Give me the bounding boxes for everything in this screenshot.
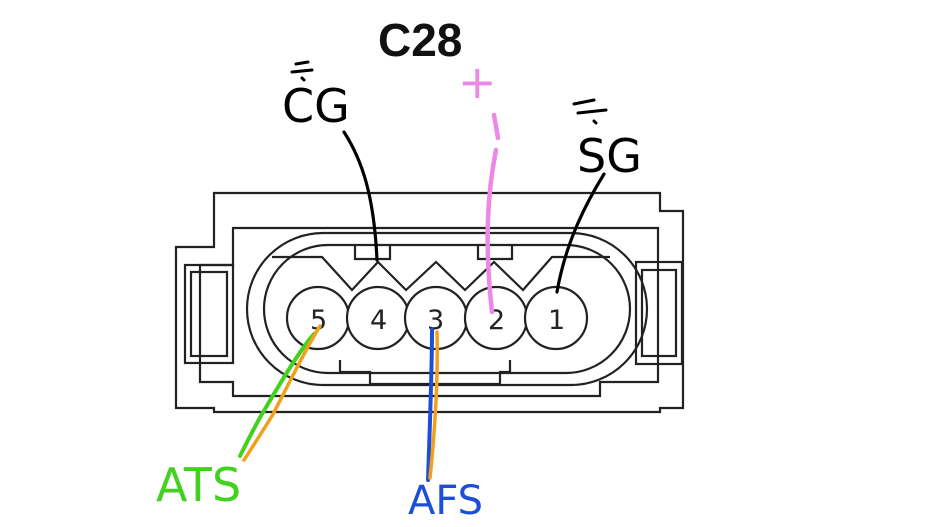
cg-wire: [342, 130, 379, 262]
ats-wire-orange: [242, 324, 322, 462]
cg-label: CG: [282, 79, 350, 133]
pin-2: 2: [463, 285, 529, 351]
cg-annotation: CG: [282, 60, 379, 262]
pin-4: 4: [345, 285, 411, 351]
sg-wire: [555, 172, 606, 294]
pin-5: 5: [285, 285, 351, 351]
afs-wire-blue: [426, 328, 434, 482]
afs-wire-orange: [428, 330, 439, 480]
pin-5-label: 5: [310, 305, 327, 336]
sg-dots-icon: [572, 98, 608, 125]
plus-wire: [485, 112, 501, 315]
afs-annotation: AFS: [408, 328, 483, 524]
sg-annotation: SG: [555, 98, 642, 294]
ats-wire-green: [238, 332, 316, 458]
plus-label: +: [458, 55, 497, 109]
cg-dots-icon: [290, 60, 314, 82]
pin-4-label: 4: [370, 305, 387, 336]
plus-annotation: +: [458, 55, 501, 315]
ats-label: ATS: [156, 458, 241, 512]
pin-1: 1: [523, 285, 589, 351]
pin-1-label: 1: [548, 305, 565, 336]
afs-label: AFS: [408, 478, 483, 524]
ats-annotation: ATS: [156, 324, 322, 512]
sg-label: SG: [577, 129, 642, 183]
connector-title: C28: [378, 14, 462, 66]
